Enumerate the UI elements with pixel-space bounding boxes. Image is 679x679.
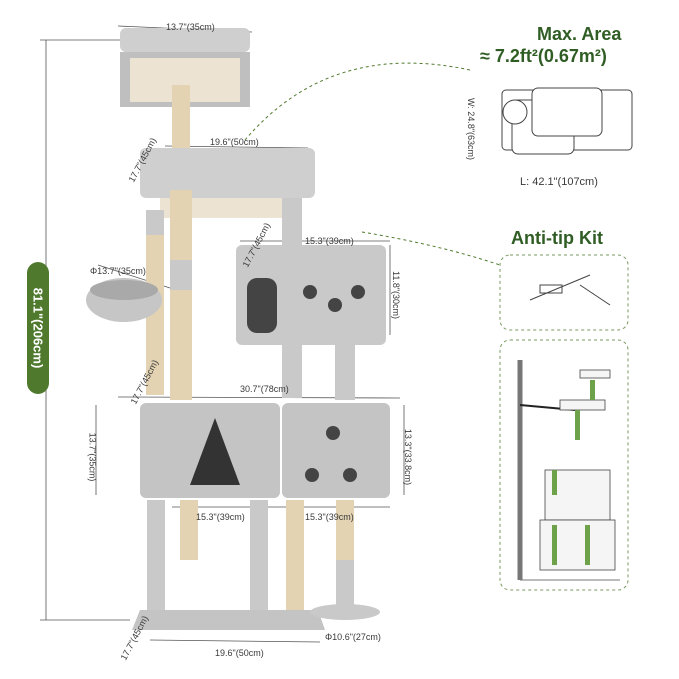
total-height-badge: 81.1"(206cm) [27, 262, 49, 394]
max-area-title: Max. Area [537, 24, 622, 44]
left-box-width-label: 15.3"(39cm) [196, 512, 245, 522]
round-base-label: Φ10.6"(27cm) [325, 632, 381, 642]
condo-width-label: 15.3"(39cm) [305, 236, 354, 246]
base-width-label: 19.6"(50cm) [215, 648, 264, 658]
max-area-width-label: W: 24.8"(63cm) [466, 97, 477, 161]
max-area-value: ≈ 7.2ft²(0.67m²) [480, 46, 607, 66]
top-width-label: 13.7"(35cm) [166, 22, 215, 32]
right-box-width-label: 15.3"(39cm) [305, 512, 354, 522]
left-box-height-label: 13.7"(35cm) [87, 432, 98, 482]
max-area-length-label: L: 42.1"(107cm) [520, 176, 598, 188]
condo-height-label: 11.8"(30cm) [391, 270, 402, 320]
basket-diameter-label: Φ13.7"(35cm) [90, 266, 146, 276]
upper-width-label: 19.6"(50cm) [210, 137, 259, 147]
right-box-height-label: 13.3"(33.8cm) [403, 428, 414, 486]
anti-tip-kit-title: Anti-tip Kit [511, 228, 603, 248]
mid-width-label: 30.7"(78cm) [240, 384, 289, 394]
